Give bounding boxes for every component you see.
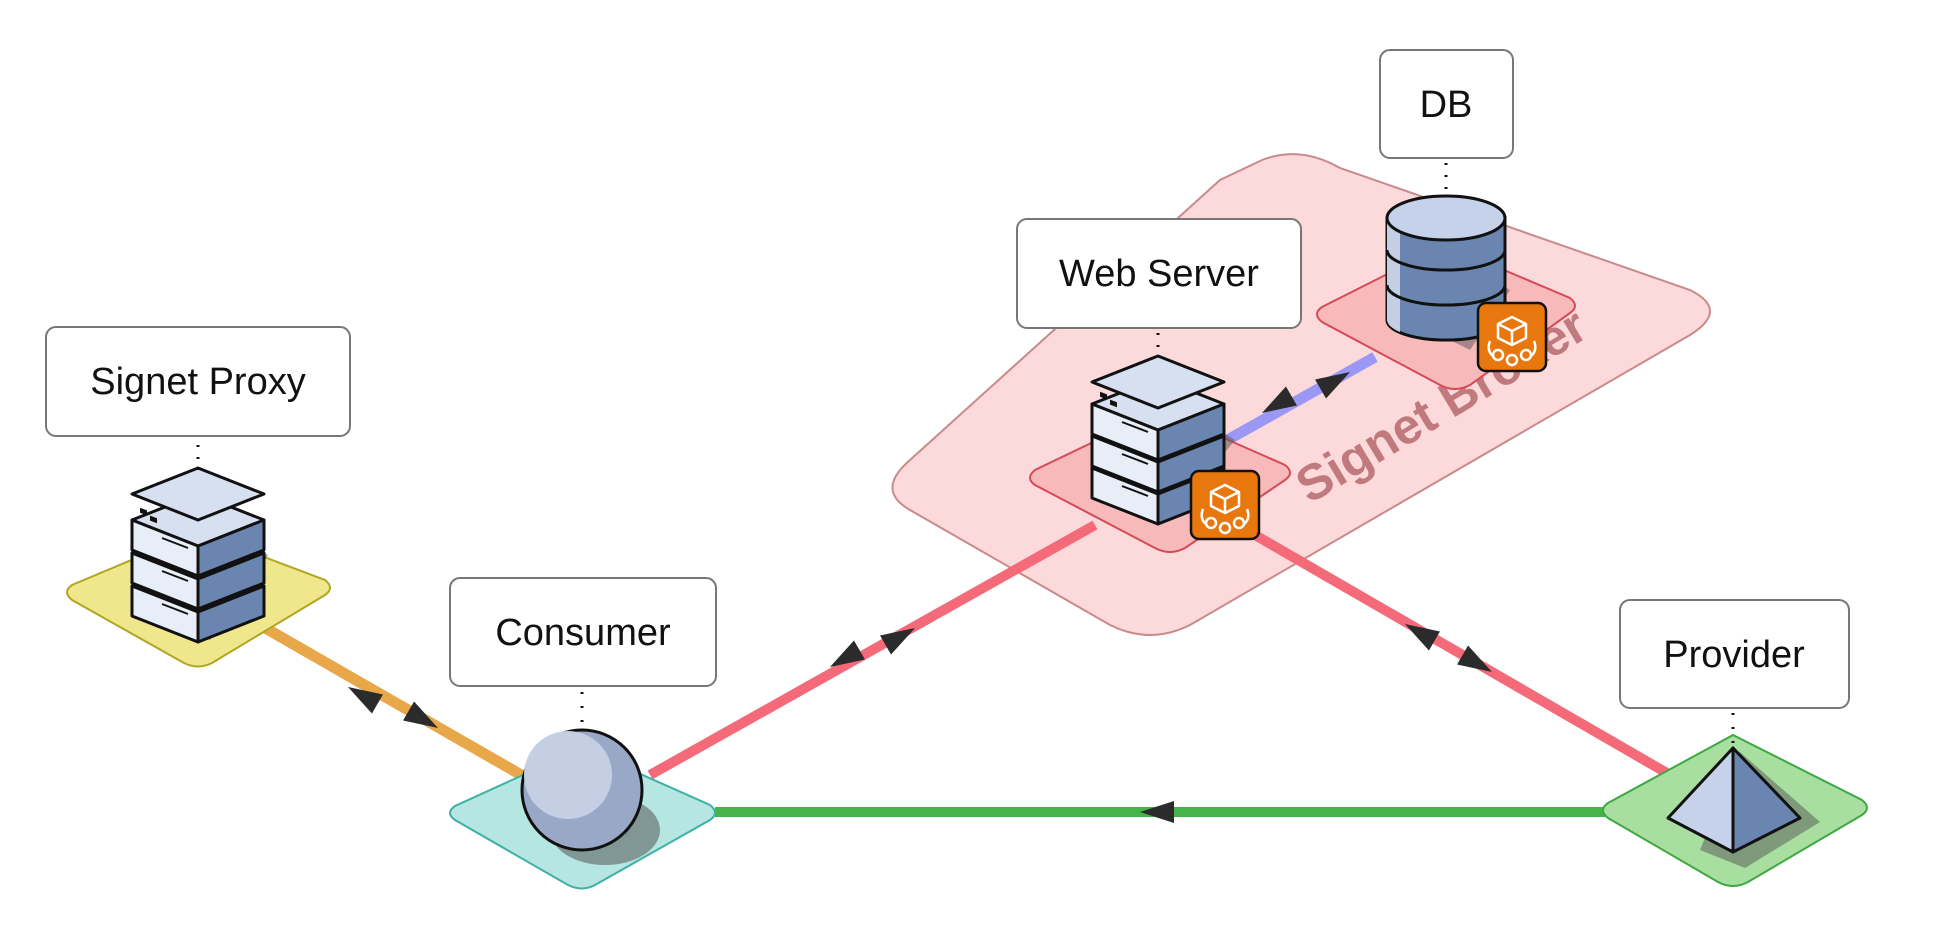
- label-box: [1016, 218, 1302, 329]
- node-label: Consumer: [495, 612, 671, 654]
- edges: [257, 352, 1675, 823]
- edge-consumer-web-server: [647, 520, 1098, 780]
- node-signet-proxy[interactable]: Signet Proxy: [45, 326, 351, 668]
- node-db[interactable]: DB: [1316, 49, 1576, 390]
- edge-signet-proxy-consumer: [257, 620, 533, 785]
- node-label: Provider: [1663, 634, 1805, 676]
- node-consumer[interactable]: Consumer: [449, 577, 717, 890]
- node-provider[interactable]: Provider: [1602, 599, 1868, 887]
- label-box: [1379, 49, 1514, 159]
- cube-badge-icon: [1189, 469, 1261, 541]
- node-label: DB: [1420, 84, 1473, 126]
- arrowhead: [1140, 801, 1174, 823]
- node-label: Web Server: [1059, 253, 1259, 295]
- database-icon: [1385, 194, 1507, 342]
- cube-badge-icon: [1476, 301, 1548, 373]
- pyramid-icon: [1666, 746, 1802, 854]
- label-box: [45, 326, 351, 437]
- node-web-server[interactable]: Web Server: [1016, 218, 1302, 553]
- label-box: [449, 577, 717, 687]
- label-box: [1619, 599, 1850, 709]
- edge-web-server-db: [1212, 352, 1378, 452]
- node-label: Signet Proxy: [90, 361, 305, 403]
